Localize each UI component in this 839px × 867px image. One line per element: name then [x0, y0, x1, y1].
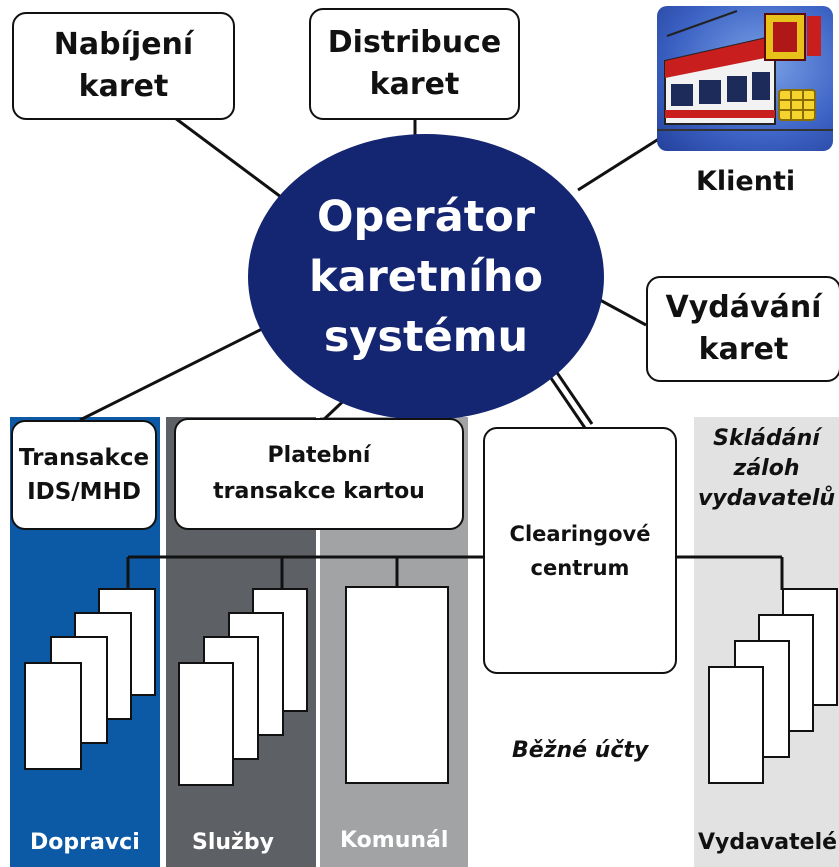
card-sluzby-1 — [178, 662, 234, 786]
transakce-line1: Transakce — [18, 445, 150, 471]
distribuce-line1: Distribuce — [327, 25, 502, 60]
line-vydavani — [599, 298, 647, 327]
skladani-line1: Skládání — [713, 426, 820, 451]
box-nabijeni-karet: Nabíjení karet — [12, 12, 235, 120]
label-skladani-zaloh: Skládání záloh vydavatelů — [694, 424, 839, 514]
box-clearing-centrum: Clearingové centrum — [483, 427, 677, 674]
line-klienti — [577, 133, 666, 192]
line-nabijeni — [174, 116, 286, 202]
box-distribuce-karet: Distribuce karet — [309, 8, 520, 120]
label-komunal: Komunál — [340, 828, 449, 853]
platebni-line2: transakce kartou — [213, 479, 425, 504]
transakce-line2: IDS/MHD — [27, 479, 141, 505]
skladani-line3: vydavatelů — [697, 486, 836, 511]
vydavani-line2: karet — [698, 332, 789, 367]
center-line1: Operátor — [316, 192, 536, 242]
center-line2: karetního — [308, 252, 544, 302]
box-vydavani-karet: Vydávání karet — [646, 276, 839, 382]
nabijeni-line2: karet — [78, 69, 169, 104]
nabijeni-line1: Nabíjení — [53, 27, 194, 62]
card-komunal — [345, 586, 449, 784]
card-dopravci-1 — [24, 662, 82, 770]
vydavani-line1: Vydávání — [665, 290, 822, 325]
label-bezne-ucty: Běžné účty — [512, 738, 649, 763]
label-vydavatele: Vydavatelé — [698, 830, 838, 855]
clearing-line2: centrum — [530, 555, 630, 580]
skladani-line2: záloh — [733, 456, 800, 481]
platebni-line1: Platební — [267, 443, 371, 468]
tram-and-card-icon — [657, 6, 833, 151]
label-sluzby: Služby — [192, 830, 274, 855]
box-platebni-transakce: Platební transakce kartou — [174, 418, 464, 530]
clearing-line1: Clearingové — [509, 521, 651, 546]
label-dopravci: Dopravci — [30, 830, 140, 855]
line-transakce — [79, 323, 271, 422]
center-line3: systému — [323, 312, 529, 362]
label-klienti: Klienti — [696, 166, 796, 197]
card-vydavatele-1 — [708, 666, 764, 784]
operator-ellipse: Operátor karetního systému — [248, 134, 604, 420]
distribuce-line2: karet — [369, 67, 460, 102]
